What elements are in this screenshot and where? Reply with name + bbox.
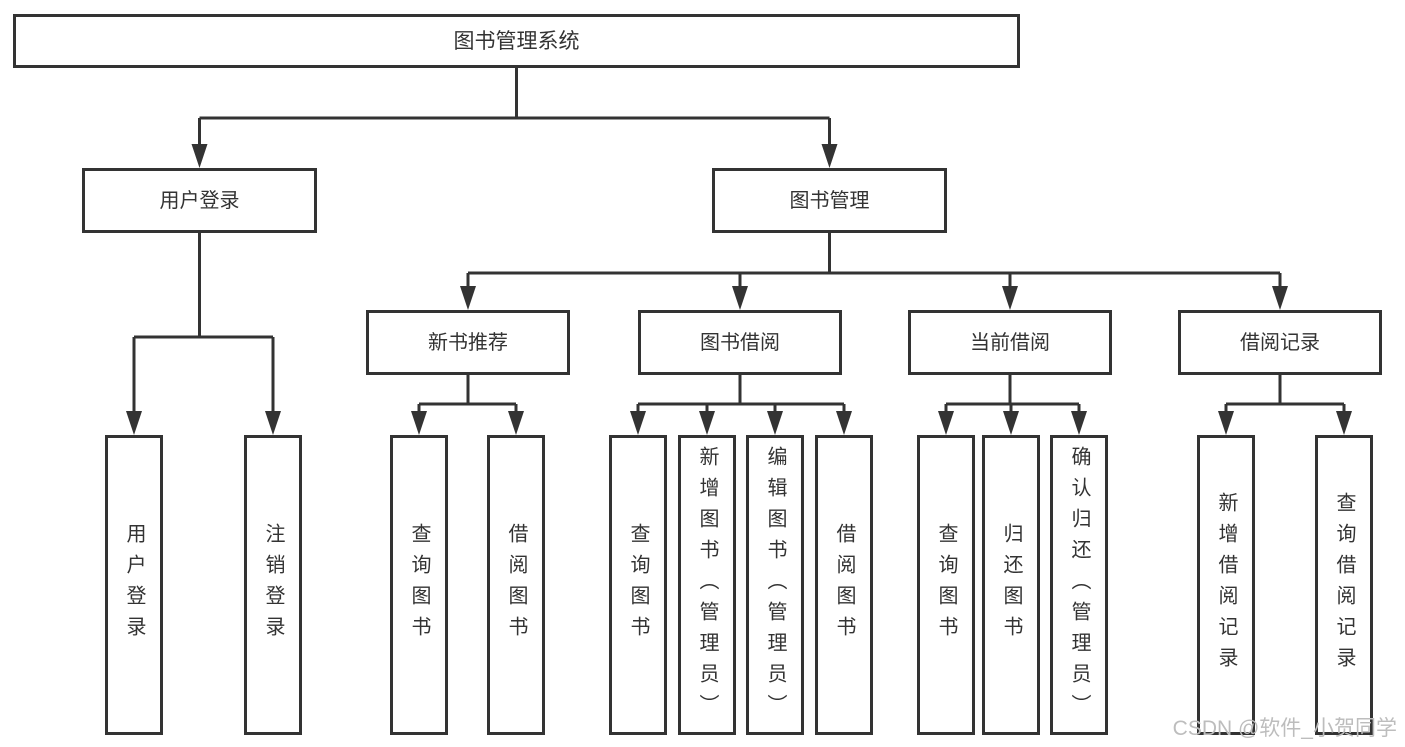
node-current-borrowing: 当前借阅 bbox=[908, 310, 1112, 375]
node-leaf-borrow-books: 借阅图书 bbox=[815, 435, 873, 735]
node-leaf-query-books-recommend: 查询图书 bbox=[390, 435, 448, 735]
node-library-management-system: 图书管理系统 bbox=[13, 14, 1020, 68]
node-leaf-confirm-return-admin: 确认归还（管理员） bbox=[1050, 435, 1108, 735]
node-new-book-recommendation: 新书推荐 bbox=[366, 310, 570, 375]
node-leaf-add-books-admin: 新增图书（管理员） bbox=[678, 435, 736, 735]
node-leaf-borrow-books-recommend: 借阅图书 bbox=[487, 435, 545, 735]
node-leaf-query-books-borrow: 查询图书 bbox=[609, 435, 667, 735]
node-leaf-return-books: 归还图书 bbox=[982, 435, 1040, 735]
csdn-watermark: CSDN @软件_小贺同学 bbox=[1172, 717, 1397, 740]
node-leaf-query-books-current: 查询图书 bbox=[917, 435, 975, 735]
node-leaf-edit-books-admin: 编辑图书（管理员） bbox=[746, 435, 804, 735]
node-leaf-add-borrow-record: 新增借阅记录 bbox=[1197, 435, 1255, 735]
node-user-login: 用户登录 bbox=[82, 168, 317, 233]
node-book-management: 图书管理 bbox=[712, 168, 947, 233]
node-borrowing-records: 借阅记录 bbox=[1178, 310, 1382, 375]
node-book-borrowing: 图书借阅 bbox=[638, 310, 842, 375]
node-leaf-user-login: 用户登录 bbox=[105, 435, 163, 735]
node-leaf-logout: 注销登录 bbox=[244, 435, 302, 735]
node-leaf-query-borrow-record: 查询借阅记录 bbox=[1315, 435, 1373, 735]
